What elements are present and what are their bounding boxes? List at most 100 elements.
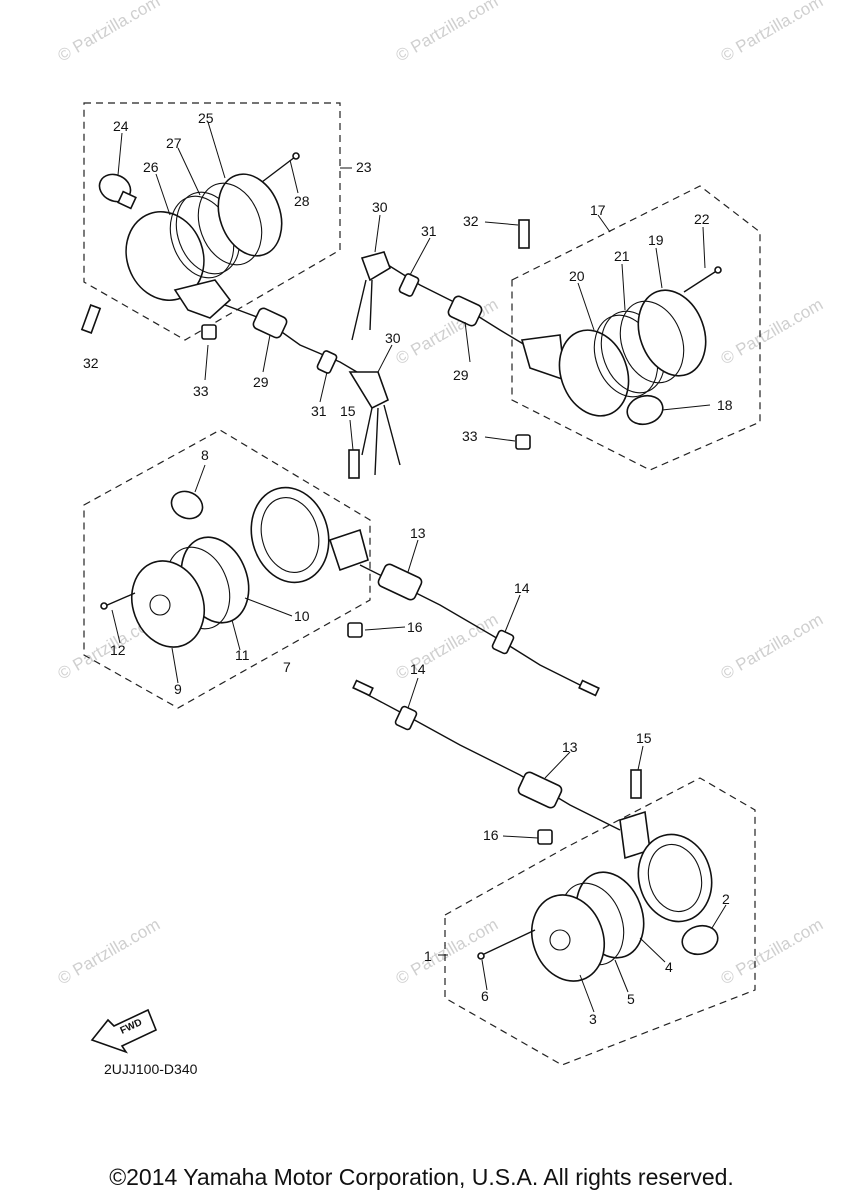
callout-1: 1	[424, 948, 432, 964]
callout-33: 33	[193, 383, 209, 399]
harness-middle	[359, 563, 600, 697]
callout-7: 7	[283, 659, 291, 675]
callout-16: 16	[407, 619, 423, 635]
grommet-29	[252, 307, 288, 339]
callout-33: 33	[462, 428, 478, 444]
callout-15: 15	[636, 730, 652, 746]
callout-18: 18	[717, 397, 733, 413]
callout-28: 28	[294, 193, 310, 209]
callout-24: 24	[113, 118, 129, 134]
callout-2: 2	[722, 891, 730, 907]
grommet-31	[316, 350, 338, 374]
callout-13: 13	[562, 739, 578, 755]
connector-30-leads	[351, 279, 373, 341]
bulb-icon	[626, 394, 664, 426]
nut-33	[201, 324, 217, 340]
bolt-icon	[80, 304, 102, 334]
nut-33	[515, 434, 531, 450]
callout-25: 25	[198, 110, 214, 126]
leader-lines	[111, 121, 727, 1013]
body-19	[637, 289, 707, 377]
fwd-arrow-icon: FWD	[90, 1008, 158, 1054]
callout-13: 13	[410, 525, 426, 541]
assembly-boundary	[83, 429, 371, 709]
callout-29: 29	[453, 367, 469, 383]
turn-signal-assembly-23	[80, 102, 341, 341]
body-19-rim	[619, 300, 685, 384]
connector-30	[360, 251, 391, 282]
lens-3	[531, 894, 605, 982]
assembly-boundary	[511, 185, 761, 471]
housing-shell	[250, 486, 330, 584]
watermark: © Partzilla.com	[718, 295, 827, 369]
bolt-32	[518, 219, 530, 249]
watermark: © Partzilla.com	[393, 0, 502, 65]
harness-lower	[352, 679, 642, 845]
body-25-rim	[197, 182, 263, 266]
screw-12	[104, 592, 136, 607]
callout-5: 5	[627, 991, 635, 1007]
callout-22: 22	[694, 211, 710, 227]
callout-30: 30	[385, 330, 401, 346]
lens-9-center	[149, 594, 171, 616]
harness-upper-left	[224, 304, 401, 476]
lens-9	[131, 560, 205, 648]
turn-signal-assembly-17	[511, 185, 761, 471]
grommet-14	[394, 705, 418, 731]
grommet-13	[517, 771, 563, 809]
screw-28	[261, 156, 296, 183]
callout-6: 6	[481, 988, 489, 1004]
watermark: © Partzilla.com	[718, 915, 827, 989]
stalk-mount	[520, 334, 566, 382]
screw-12-head	[100, 602, 108, 610]
nut-16	[347, 622, 363, 638]
callout-12: 12	[110, 642, 126, 658]
stalk-mount	[173, 279, 232, 319]
callout-32: 32	[83, 355, 99, 371]
callout-17: 17	[590, 202, 606, 218]
callout-29: 29	[253, 374, 269, 390]
callout-31: 31	[311, 403, 327, 419]
grommet-13	[377, 563, 423, 601]
grommet-31	[398, 273, 420, 297]
callout-15: 15	[340, 403, 356, 419]
assembly-boundary	[83, 102, 341, 341]
harness-wire	[354, 687, 621, 831]
watermark: © Partzilla.com	[718, 610, 827, 684]
callout-14: 14	[410, 661, 426, 677]
callout-14: 14	[514, 580, 530, 596]
callout-11: 11	[235, 647, 250, 663]
callout-20: 20	[569, 268, 585, 284]
bolt-15	[348, 449, 360, 479]
callout-23: 23	[356, 159, 372, 175]
bulb-base	[117, 190, 137, 210]
screw-22	[683, 269, 719, 293]
callout-31: 31	[421, 223, 437, 239]
bulb-icon	[170, 490, 204, 520]
callout-4: 4	[665, 959, 673, 975]
turn-signal-assembly-7	[83, 429, 371, 709]
lens-20	[558, 329, 630, 417]
connector-30	[348, 371, 389, 410]
turn-signal-assembly-1	[444, 777, 756, 1066]
housing-shell-inner	[647, 843, 703, 913]
callout-8: 8	[201, 447, 209, 463]
callout-32: 32	[463, 213, 479, 229]
callout-16: 16	[483, 827, 499, 843]
lens-3-center	[549, 929, 571, 951]
bolt-15	[630, 769, 642, 799]
grommet-29	[447, 295, 483, 327]
copyright-notice: ©2014 Yamaha Motor Corporation, U.S.A. A…	[109, 1164, 734, 1190]
harness-wire	[224, 304, 363, 376]
watermark: © Partzilla.com	[393, 295, 502, 369]
connector-terminal	[352, 679, 374, 697]
callout-30: 30	[372, 199, 388, 215]
screw-22-head	[714, 266, 722, 274]
callout-9: 9	[174, 681, 182, 697]
callout-numbers: 24 26 27 25 28 23 32 33 29 31 30 31 32 2…	[83, 110, 733, 1027]
callout-3: 3	[589, 1011, 597, 1027]
watermark: © Partzilla.com	[55, 0, 164, 65]
connector-30-leads	[361, 404, 401, 476]
stalk-mount	[328, 528, 369, 572]
